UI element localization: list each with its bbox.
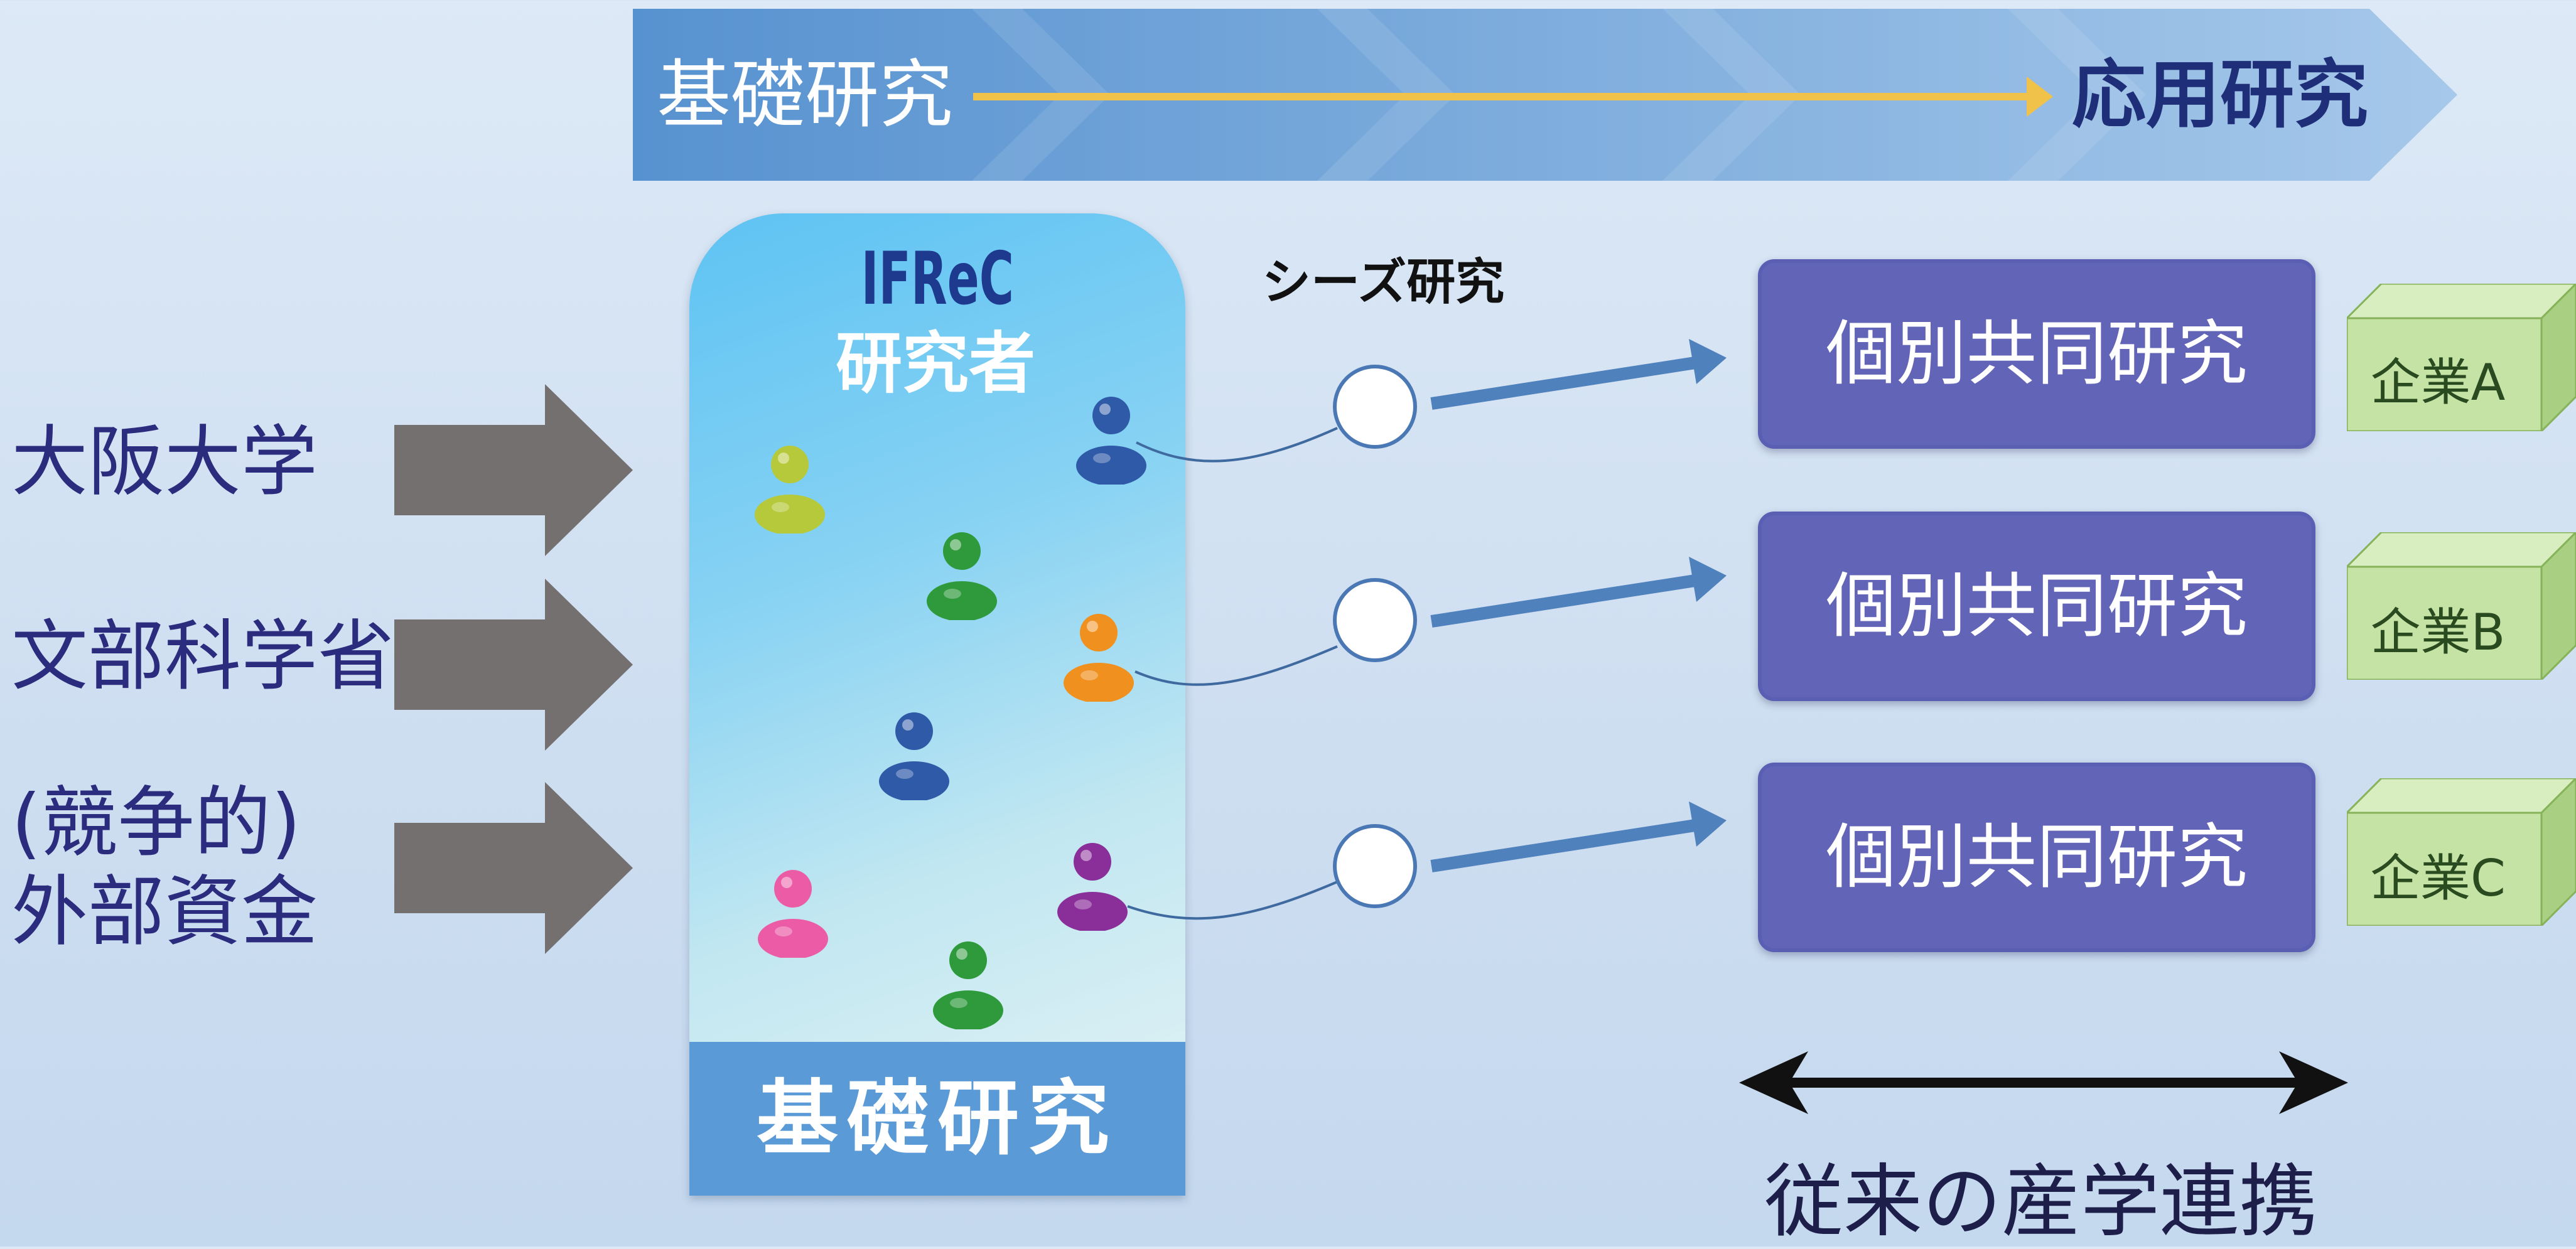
person-icon <box>927 532 997 620</box>
researchers-title: 研究者 <box>836 325 1035 402</box>
person-icon <box>1076 397 1146 485</box>
company-box-icon <box>2347 284 2576 431</box>
company-box-icon <box>2347 778 2576 926</box>
panel-footer-label: 基礎研究 <box>689 1042 1185 1196</box>
seeds-research-label: シーズ研究 <box>1262 254 1505 311</box>
funding-source-mext: 文部科学省 <box>11 612 394 701</box>
seed-node-icon <box>1333 824 1417 908</box>
person-icon <box>879 712 949 800</box>
seed-to-joint-arrow <box>1430 819 1696 872</box>
applied-research-banner-label: 応用研究 <box>2072 51 2369 138</box>
company-label-c: 企業C <box>2370 849 2506 908</box>
progress-arrow <box>973 77 2053 117</box>
company-box-icon <box>2347 532 2576 680</box>
seed-to-joint-arrow <box>1430 574 1696 628</box>
funding-arrow-icon <box>394 579 633 751</box>
funding-arrow-icon <box>394 384 633 556</box>
basic-research-banner-label: 基礎研究 <box>657 51 954 138</box>
person-icon <box>933 941 1003 1029</box>
funding-arrow-icon <box>394 782 633 954</box>
double-arrow-icon <box>1739 1051 2348 1114</box>
traditional-collaboration-label: 従来の産学連携 <box>1764 1155 2318 1248</box>
joint-research-box-b: 個別共同研究 <box>1758 512 2315 701</box>
joint-research-box-a: 個別共同研究 <box>1758 259 2315 449</box>
funding-source-osaka-univ: 大阪大学 <box>11 417 318 507</box>
person-icon <box>1064 614 1134 702</box>
researcher-link-line <box>1136 427 1338 463</box>
research-spectrum-banner <box>633 9 2457 181</box>
seed-node-icon <box>1333 365 1417 449</box>
researcher-link-line <box>1127 881 1338 920</box>
seed-to-joint-arrow <box>1430 356 1696 410</box>
company-label-a: 企業A <box>2370 353 2506 412</box>
researcher-panel: 基礎研究 <box>689 213 1185 1196</box>
seed-node-icon <box>1333 578 1417 662</box>
person-icon <box>1057 843 1128 931</box>
joint-research-box-c: 個別共同研究 <box>1758 763 2315 952</box>
company-label-b: 企業B <box>2370 603 2506 662</box>
person-icon <box>755 446 825 533</box>
funding-source-external: (競争的) 外部資金 <box>11 778 318 957</box>
person-icon <box>758 870 828 958</box>
researcher-link-line <box>1134 645 1338 686</box>
